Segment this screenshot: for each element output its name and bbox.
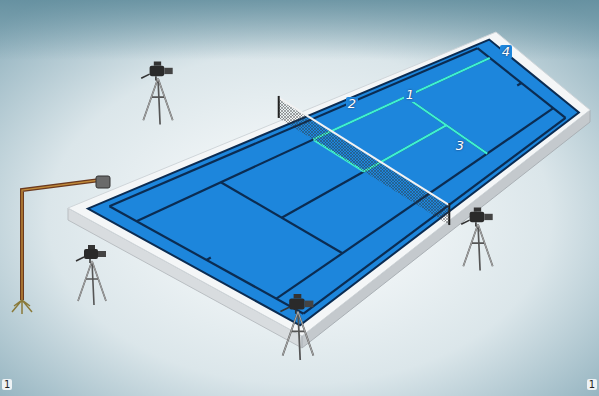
court-surface <box>88 40 579 326</box>
background-shade <box>0 0 599 60</box>
net-post <box>278 96 280 118</box>
court-line <box>206 258 210 260</box>
callout-number: 1 <box>404 88 416 102</box>
court-line <box>137 58 490 221</box>
callout-number: 1 <box>2 379 12 390</box>
court <box>68 32 590 348</box>
camera-tripod <box>76 245 106 305</box>
net <box>279 98 450 225</box>
callout-number: 1 <box>587 379 597 390</box>
camera-pole <box>12 176 110 314</box>
slab-top <box>68 32 590 336</box>
highlight-line <box>313 58 490 140</box>
court-line <box>517 83 521 85</box>
camera-tripod <box>461 208 493 271</box>
net-post <box>448 203 450 225</box>
callout-number: 4 <box>500 45 512 59</box>
court-line <box>477 48 565 118</box>
callout-number: 3 <box>454 139 466 153</box>
camera-rigs <box>12 62 493 361</box>
camera-tripod <box>280 294 313 360</box>
callout-number: 2 <box>346 97 358 111</box>
net-tape <box>279 98 450 205</box>
court-line <box>109 206 303 314</box>
camera-tripod <box>141 62 173 125</box>
